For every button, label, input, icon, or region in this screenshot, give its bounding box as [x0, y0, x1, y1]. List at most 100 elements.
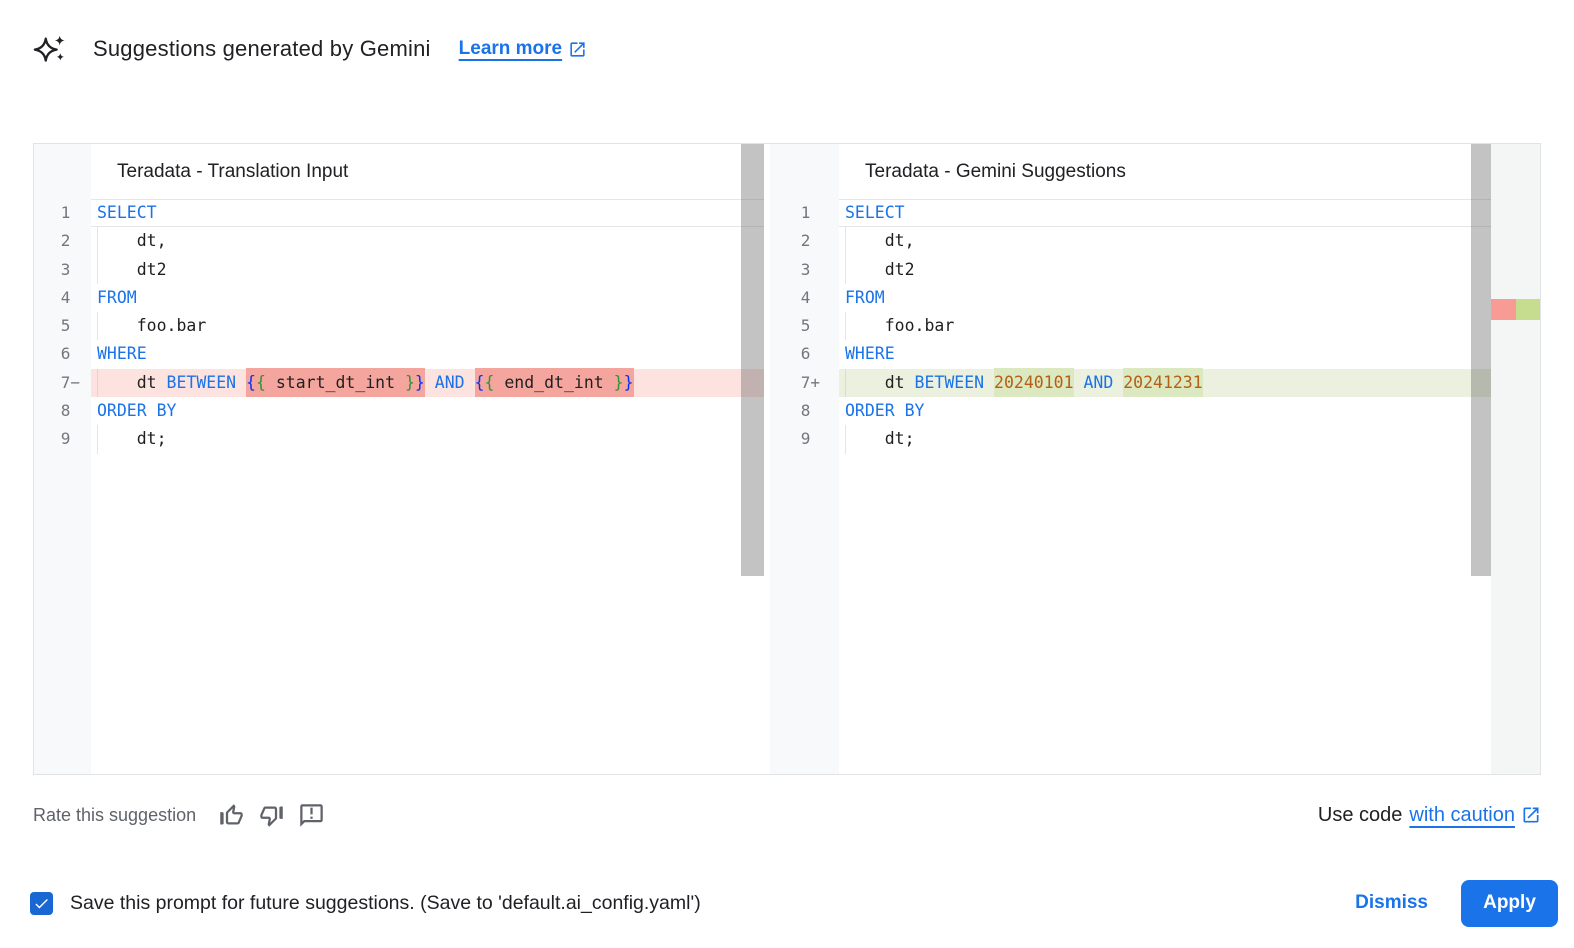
- apply-button[interactable]: Apply: [1461, 879, 1558, 927]
- indent-guide: [845, 227, 846, 256]
- code-line-content: foo.bar: [91, 312, 764, 341]
- code-line-content: SELECT: [839, 199, 1491, 227]
- learn-more-label: Learn more: [458, 38, 563, 59]
- use-code-notice: Use code with caution: [1318, 804, 1541, 827]
- indent-guide: [845, 312, 846, 341]
- indent-guide: [845, 425, 846, 454]
- footer-bar: Save this prompt for future suggestions.…: [30, 879, 1558, 927]
- code-line[interactable]: 1 SELECT: [770, 199, 1491, 227]
- panel-divider: [764, 144, 770, 774]
- open-in-new-icon: [1523, 807, 1539, 823]
- line-number: 9: [60, 429, 80, 449]
- rate-label: Rate this suggestion: [33, 804, 197, 825]
- code-line[interactable]: 7+ dt BETWEEN 20240101 AND 20241231: [770, 367, 1491, 398]
- code-line-content: FROM: [845, 287, 885, 307]
- line-number-gutter: [770, 144, 839, 774]
- code-line[interactable]: 2 dt,: [34, 227, 764, 256]
- panel-title: Teradata - Gemini Suggestions: [865, 160, 1126, 182]
- code-line[interactable]: 5 foo.bar: [770, 312, 1491, 341]
- code-line-content: ORDER BY: [97, 401, 177, 421]
- code-line-content: dt;: [839, 425, 1491, 454]
- code-line-content: dt,: [91, 227, 764, 256]
- code-line[interactable]: 2 dt,: [770, 227, 1491, 256]
- line-number: 4: [60, 287, 80, 307]
- line-number: 3: [60, 259, 80, 279]
- scrollbar-thumb[interactable]: [741, 144, 764, 576]
- line-number: 6: [800, 344, 820, 364]
- thumbs-down-icon[interactable]: [258, 802, 285, 829]
- line-number: 6: [60, 344, 80, 364]
- indent-guide: [845, 255, 846, 284]
- learn-more-link[interactable]: Learn more: [459, 38, 587, 60]
- panel-header: Teradata - Gemini Suggestions: [839, 144, 1540, 199]
- line-number: 1: [800, 203, 820, 222]
- code-line[interactable]: 9 dt;: [770, 425, 1491, 454]
- code-line[interactable]: 8 ORDER BY: [770, 397, 1491, 425]
- line-number: 4: [800, 287, 820, 307]
- code-line[interactable]: 8 ORDER BY: [34, 397, 764, 425]
- line-number: 2: [800, 231, 820, 251]
- line-number: 8: [60, 401, 80, 421]
- code-line-content: dt BETWEEN 20240101 AND 20241231: [839, 367, 1491, 398]
- code-line-content: dt BETWEEN {{ start_dt_int }} AND {{ end…: [91, 367, 764, 398]
- code-line[interactable]: 6 WHERE: [770, 340, 1491, 368]
- line-number: 7−: [60, 372, 80, 392]
- feedback-icon[interactable]: [298, 802, 325, 829]
- code-line[interactable]: 3 dt2: [34, 255, 764, 284]
- code-line-content: SELECT: [91, 199, 764, 227]
- indent-guide: [97, 227, 98, 256]
- added-marker: [1516, 299, 1540, 320]
- check-icon: [35, 898, 48, 908]
- code-line[interactable]: 9 dt;: [34, 425, 764, 454]
- code-line[interactable]: 4 FROM: [34, 284, 764, 312]
- gemini-sparkle-icon: [33, 35, 65, 62]
- indent-guide: [97, 368, 98, 398]
- indent-guide: [97, 255, 98, 284]
- code-line[interactable]: 5 foo.bar: [34, 312, 764, 341]
- code-line-content: FROM: [97, 287, 137, 307]
- code-line-content: dt;: [91, 425, 764, 454]
- line-number-gutter: [34, 144, 91, 774]
- code-line[interactable]: 6 WHERE: [34, 340, 764, 368]
- line-number: 5: [800, 316, 820, 336]
- panel-header: Teradata - Translation Input: [91, 144, 764, 199]
- rate-row: Rate this suggestion Use code with cauti…: [33, 798, 1541, 832]
- open-in-new-icon: [570, 41, 585, 57]
- line-number: 2: [60, 231, 80, 251]
- line-number: 3: [800, 259, 820, 279]
- scrollbar-thumb[interactable]: [1471, 144, 1491, 576]
- dismiss-button[interactable]: Dismiss: [1355, 892, 1428, 913]
- line-number: 8: [800, 401, 820, 421]
- code-line-content: WHERE: [845, 344, 895, 364]
- code-line[interactable]: 7− dt BETWEEN {{ start_dt_int }} AND {{ …: [34, 367, 764, 398]
- use-code-text: Use code: [1317, 803, 1403, 826]
- code-line-content: WHERE: [97, 344, 147, 364]
- gemini-suggestions-dialog: Suggestions generated by Gemini Learn mo…: [0, 30, 1574, 948]
- thumbs-up-icon[interactable]: [218, 802, 245, 829]
- removed-marker: [1491, 299, 1516, 320]
- indent-guide: [97, 425, 98, 454]
- code-line-content: dt,: [839, 227, 1491, 256]
- code-line[interactable]: 3 dt2: [770, 255, 1491, 284]
- save-prompt-checkbox[interactable]: [30, 891, 53, 915]
- dialog-title: Suggestions generated by Gemini: [93, 36, 431, 61]
- code-line-content: foo.bar: [839, 312, 1491, 341]
- code-line[interactable]: 4 FROM: [770, 284, 1491, 312]
- line-number: 9: [800, 429, 820, 449]
- panel-title: Teradata - Translation Input: [117, 160, 349, 182]
- code-line-content: ORDER BY: [845, 401, 925, 421]
- code-line[interactable]: 1 SELECT: [34, 199, 764, 227]
- indent-guide: [845, 368, 846, 398]
- code-line-content: dt2: [839, 255, 1491, 284]
- code-line-content: dt2: [91, 255, 764, 284]
- diff-overview-ruler[interactable]: [1491, 144, 1540, 774]
- with-caution-link[interactable]: with caution: [1409, 803, 1515, 826]
- line-number: 5: [60, 316, 80, 336]
- line-number: 7+: [800, 372, 820, 392]
- indent-guide: [97, 312, 98, 341]
